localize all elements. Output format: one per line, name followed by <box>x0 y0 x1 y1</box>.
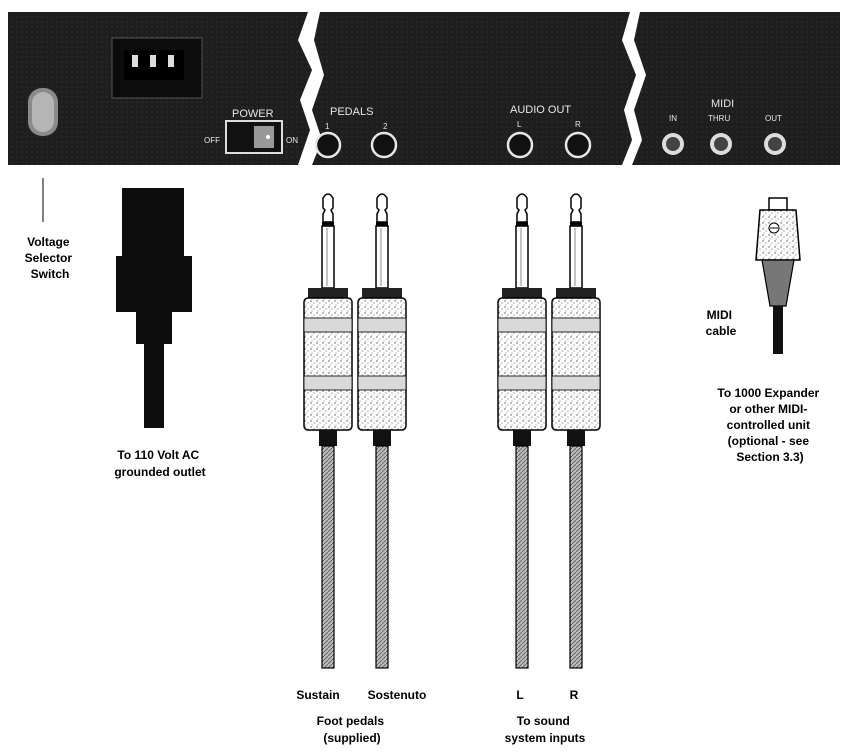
pedal-1-label: 1 <box>325 122 330 131</box>
audio-r-caption: R <box>570 688 579 702</box>
power-outlet-caption: To 110 Volt AC grounded outlet <box>114 448 205 479</box>
audio-r-panel-label: R <box>575 120 581 129</box>
voltage-caption: Voltage Selector Switch <box>25 235 76 281</box>
power-cord-plug <box>116 188 192 428</box>
sostenuto-caption: Sostenuto <box>368 688 427 702</box>
rear-panel <box>8 12 840 165</box>
midi-label: MIDI <box>711 98 734 110</box>
audio-plug-r <box>551 193 601 669</box>
midi-out-label: OUT <box>765 114 782 123</box>
midi-in-port[interactable] <box>662 133 684 155</box>
expander-caption: To 1000 Expander or other MIDI- controll… <box>717 386 822 464</box>
ac-power-inlet <box>111 37 203 99</box>
pedals-label: PEDALS <box>330 106 373 118</box>
midi-cable-caption: MIDI cable <box>706 308 737 338</box>
pedal-plug-sostenuto <box>357 193 407 669</box>
audio-jack-r[interactable] <box>564 131 592 159</box>
audio-jack-l[interactable] <box>506 131 534 159</box>
voltage-selector-switch[interactable] <box>28 88 58 136</box>
midi-in-label: IN <box>669 114 677 123</box>
power-on-label: ON <box>286 136 298 145</box>
pedal-2-label: 2 <box>383 122 388 131</box>
midi-out-port[interactable] <box>764 133 786 155</box>
midi-cable-plug <box>755 197 801 354</box>
audio-l-panel-label: L <box>517 120 522 129</box>
foot-pedals-caption: Foot pedals (supplied) <box>317 714 388 745</box>
pedal-jack-2[interactable] <box>370 131 398 159</box>
power-off-label: OFF <box>204 136 220 145</box>
audio-out-label: AUDIO OUT <box>510 104 571 116</box>
audio-l-caption: L <box>516 688 523 702</box>
pedal-plug-sustain <box>303 193 353 669</box>
pedal-jack-1[interactable] <box>314 131 342 159</box>
power-label: POWER <box>232 108 274 120</box>
sustain-caption: Sustain <box>296 688 339 702</box>
audio-plug-l <box>497 193 547 669</box>
power-switch[interactable] <box>225 120 283 154</box>
midi-thru-port[interactable] <box>710 133 732 155</box>
sound-system-caption: To sound system inputs <box>505 714 586 745</box>
midi-thru-label: THRU <box>708 114 730 123</box>
